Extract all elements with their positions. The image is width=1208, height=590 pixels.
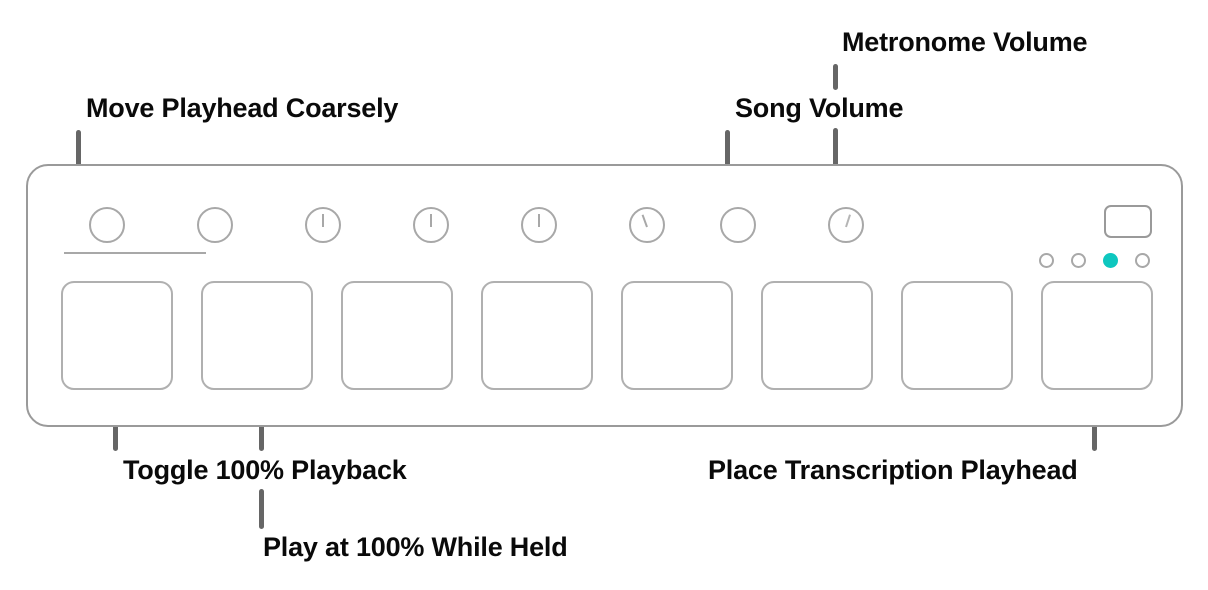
- device-display-screen: [1104, 205, 1152, 238]
- pad-6[interactable]: [761, 281, 873, 390]
- knob-5-indicator-icon: [538, 214, 540, 227]
- status-led-1[interactable]: [1039, 253, 1054, 268]
- leader-line-play-while-held-lower: [259, 489, 264, 529]
- knob-2[interactable]: [197, 207, 233, 243]
- knob-7[interactable]: [720, 207, 756, 243]
- pad-8[interactable]: [1041, 281, 1153, 390]
- pad-2[interactable]: [201, 281, 313, 390]
- callout-label-play-while-held: Play at 100% While Held: [259, 531, 572, 563]
- device-chassis: [26, 164, 1183, 427]
- leader-line-metronome-volume-upper: [833, 64, 838, 90]
- callout-label-move-playhead: Move Playhead Coarsely: [82, 92, 403, 124]
- knob-6-indicator-icon: [641, 214, 648, 228]
- pad-3[interactable]: [341, 281, 453, 390]
- pad-5[interactable]: [621, 281, 733, 390]
- status-led-2[interactable]: [1071, 253, 1086, 268]
- knob-1[interactable]: [89, 207, 125, 243]
- knob-3-indicator-icon: [322, 214, 324, 227]
- callout-label-song-volume: Song Volume: [731, 92, 908, 124]
- knob-4[interactable]: [413, 207, 449, 243]
- callout-label-metronome-volume: Metronome Volume: [838, 26, 1092, 58]
- callout-label-place-playhead: Place Transcription Playhead: [704, 454, 1082, 486]
- knob-6[interactable]: [629, 207, 665, 243]
- knob-5[interactable]: [521, 207, 557, 243]
- pad-1[interactable]: [61, 281, 173, 390]
- knob-group-underline: [64, 252, 206, 254]
- pad-7[interactable]: [901, 281, 1013, 390]
- callout-label-toggle-playback: Toggle 100% Playback: [119, 454, 411, 486]
- knob-4-indicator-icon: [430, 214, 432, 227]
- knob-3[interactable]: [305, 207, 341, 243]
- knob-8-indicator-icon: [845, 214, 851, 228]
- pad-4[interactable]: [481, 281, 593, 390]
- knob-8[interactable]: [828, 207, 864, 243]
- status-led-3-active[interactable]: [1103, 253, 1118, 268]
- status-led-4[interactable]: [1135, 253, 1150, 268]
